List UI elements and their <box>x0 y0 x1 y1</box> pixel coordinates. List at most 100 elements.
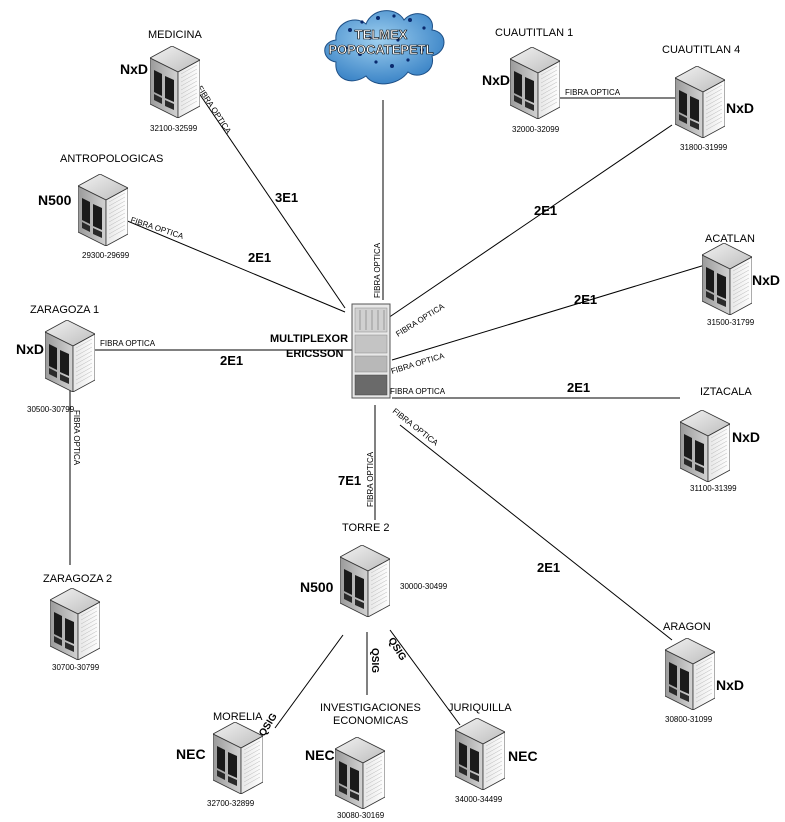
capacity-labels: 3E1 2E1 2E1 2E1 2E1 2E1 2E1 7E1 <box>220 190 597 575</box>
node-type: NxD <box>726 100 754 116</box>
node-type: N500 <box>38 192 72 208</box>
node-zaragoza1: ZARAGOZA 1 NxD 30500-30799 <box>16 304 99 414</box>
node-name: CUAUTITLAN 4 <box>662 44 740 56</box>
node-type: NxD <box>752 272 780 288</box>
node-type: NEC <box>176 746 206 762</box>
cloud-line1: TELMEX <box>355 27 408 42</box>
node-juriquilla: JURIQUILLA NEC 34000-34499 <box>448 702 538 804</box>
cloud-icon <box>324 10 445 85</box>
node-iztacala: IZTACALA NxD 31100-31399 <box>680 386 760 493</box>
node-range: 30800-31099 <box>665 715 713 724</box>
node-type: NxD <box>716 677 744 693</box>
node-range: 31500-31799 <box>707 318 755 327</box>
node-range: 32100-32599 <box>150 124 198 133</box>
server-icon <box>335 737 385 809</box>
capacity-zaragoza1: 2E1 <box>220 353 243 368</box>
medium-label-antropologicas: FIBRA OPTICA <box>129 215 185 241</box>
connection-lines <box>69 79 706 729</box>
node-type: NxD <box>120 61 148 77</box>
link-acatlan <box>391 264 706 361</box>
capacity-aragon: 2E1 <box>537 560 560 575</box>
medium-label-torre2: FIBRA OPTICA <box>366 451 375 507</box>
capacity-iztacala: 2E1 <box>567 380 590 395</box>
node-name-line1: INVESTIGACIONES <box>320 702 421 714</box>
node-name: ANTROPOLOGICAS <box>60 153 163 165</box>
capacity-torre2: 7E1 <box>338 473 361 488</box>
medium-label-aragon: FIBRA OPTICA <box>391 406 441 447</box>
capacity-antropologicas: 2E1 <box>248 250 271 265</box>
node-name: MEDICINA <box>148 29 202 41</box>
link-morelia <box>274 634 344 729</box>
capacity-medicina: 3E1 <box>275 190 298 205</box>
multiplexor-rack-icon <box>351 303 391 399</box>
capacity-cuautitlan4: 2E1 <box>534 203 557 218</box>
node-acatlan: ACATLAN NxD 31500-31799 <box>702 233 780 327</box>
medium-label-cuautitlan4: FIBRA OPTICA <box>394 302 446 339</box>
cloud-sparkles <box>344 14 426 68</box>
node-morelia: MORELIA NEC 32700-32899 <box>176 711 263 808</box>
node-range: 31800-31999 <box>680 143 728 152</box>
node-antropologicas: ANTROPOLOGICAS N500 29300-29699 <box>38 153 163 260</box>
node-type: N500 <box>300 579 334 595</box>
node-name-line2: ECONOMICAS <box>333 715 408 727</box>
node-name: ARAGON <box>663 621 711 633</box>
server-icon <box>675 66 725 138</box>
server-icon <box>150 46 200 118</box>
link-antropologicas <box>124 219 346 313</box>
node-name: IZTACALA <box>700 386 752 398</box>
node-type: NxD <box>732 429 760 445</box>
server-icon <box>50 588 100 660</box>
server-icon <box>510 47 560 119</box>
node-range: 29300-29699 <box>82 251 130 260</box>
medium-label-cuautitlan: FIBRA OPTICA <box>565 88 621 97</box>
medium-label-zaragoza1: FIBRA OPTICA <box>100 339 156 348</box>
node-investigaciones: INVESTIGACIONES ECONOMICAS NEC 30080-301… <box>305 702 421 820</box>
multiplexor: MULTIPLEXOR ERICSSON <box>270 303 391 399</box>
node-medicina: MEDICINA NxD 32100-32599 <box>120 29 202 133</box>
node-name: MORELIA <box>213 711 263 723</box>
node-type: NxD <box>16 341 44 357</box>
server-icon <box>665 638 715 710</box>
multiplexor-label-1: MULTIPLEXOR <box>270 333 348 345</box>
medium-label-acatlan: FIBRA OPTICA <box>390 351 446 376</box>
node-range: 30000-30499 <box>400 582 448 591</box>
node-cuautitlan1: CUAUTITLAN 1 NxD 32000-32099 <box>482 27 573 134</box>
link-medicina <box>189 79 346 309</box>
node-type: NEC <box>508 748 538 764</box>
node-torre2: TORRE 2 N500 30000-30499 <box>300 522 448 617</box>
server-icon <box>45 320 95 392</box>
medium-labels: FIBRA OPTICA FIBRA OPTICA FIBRA OPTICA F… <box>72 84 621 507</box>
node-name: JURIQUILLA <box>448 702 512 714</box>
medium-label-iztacala: FIBRA OPTICA <box>390 387 446 396</box>
node-type: NEC <box>305 747 335 763</box>
server-icon <box>680 410 730 482</box>
medium-label-medicina: FIBRA OPTICA <box>195 84 233 136</box>
node-range: 30700-30799 <box>52 663 100 672</box>
qsig-investigaciones: QSIG <box>369 648 380 673</box>
server-icon <box>455 718 505 790</box>
node-name: ACATLAN <box>705 233 755 245</box>
node-range: 32700-32899 <box>207 799 255 808</box>
link-juriquilla <box>389 629 461 726</box>
server-icon <box>340 545 390 617</box>
link-cuautitlan4 <box>387 124 673 319</box>
node-name: CUAUTITLAN 1 <box>495 27 573 39</box>
node-name: ZARAGOZA 2 <box>43 573 112 585</box>
node-zaragoza2: ZARAGOZA 2 30700-30799 <box>43 573 112 672</box>
server-icon <box>78 174 128 246</box>
telmex-cloud: TELMEX POPOCATEPETL <box>324 10 445 85</box>
node-range: 34000-34499 <box>455 795 503 804</box>
node-aragon: ARAGON NxD 30800-31099 <box>663 621 744 724</box>
node-range: 31100-31399 <box>690 484 737 493</box>
cloud-line2: POPOCATEPETL <box>328 42 433 57</box>
node-cuautitlan4: CUAUTITLAN 4 NxD 31800-31999 <box>662 44 754 152</box>
medium-label-telmex: FIBRA OPTICA <box>373 242 382 298</box>
node-name: TORRE 2 <box>342 522 389 534</box>
node-range: 30500-30799 <box>27 405 75 414</box>
server-icon <box>213 722 263 794</box>
multiplexor-label-2: ERICSSON <box>286 348 344 360</box>
link-aragon <box>399 424 673 641</box>
node-range: 32000-32099 <box>512 125 560 134</box>
node-type: NxD <box>482 72 510 88</box>
